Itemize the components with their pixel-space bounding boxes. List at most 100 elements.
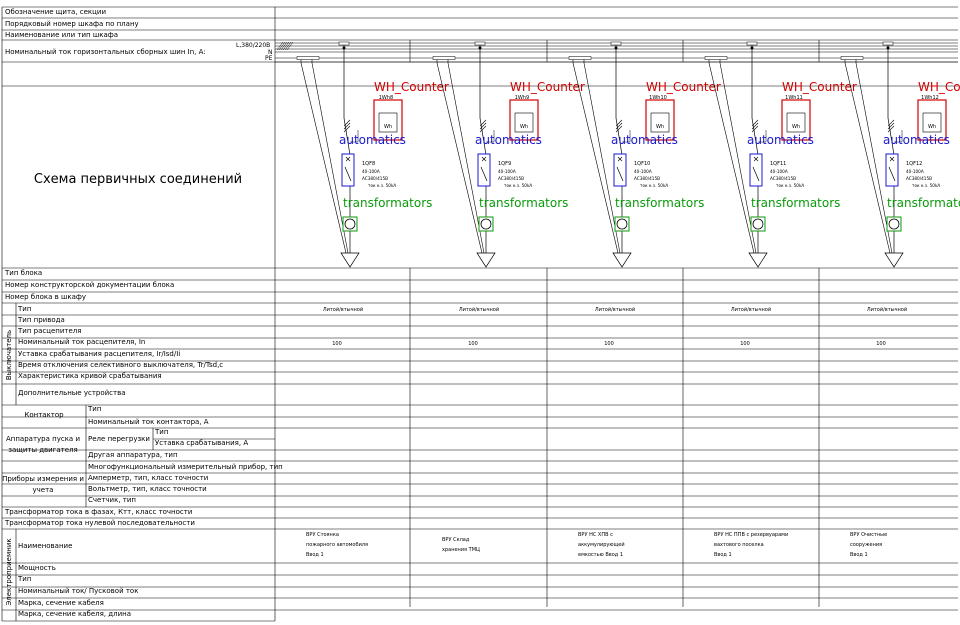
meter-symbol: Wh <box>928 124 936 130</box>
breaker-box <box>341 153 355 187</box>
meters-row-label: Амперметр, тип, класс точности <box>88 474 208 482</box>
block-row-label: Номер конструкторской документации блока <box>5 281 174 289</box>
automatics-label: automatics <box>611 133 678 147</box>
phase-slash <box>343 119 351 127</box>
phase-slash <box>615 119 623 127</box>
breaker-icu: ток к.з. 50kA <box>640 183 668 188</box>
phase-slash <box>751 125 759 133</box>
breaker-icu: ток к.з. 50kA <box>776 183 804 188</box>
bus-label-main: L,380/220B <box>236 42 270 49</box>
consumer-row-label: Марка, сечение кабеля, длина <box>18 610 131 618</box>
bus-hatch <box>286 41 294 51</box>
breaker-contact <box>616 166 624 182</box>
breaker-rating: 40-100A <box>770 169 788 174</box>
meter-designation: 1Wh8 <box>379 95 393 101</box>
breaker-spec: AC380/415B <box>634 176 660 181</box>
breaker-contact <box>344 166 352 182</box>
breaker-icu: ток к.з. 50kA <box>504 183 532 188</box>
meter-symbol-box <box>378 112 398 133</box>
header-row-label: Порядковый номер шкафа по плану <box>5 20 139 28</box>
phase-slash <box>343 125 351 133</box>
bus-hatch <box>278 41 286 51</box>
breaker-type-value: Литой/втычной <box>323 306 363 313</box>
bus-tap <box>568 56 592 60</box>
phase-slash <box>887 122 895 130</box>
breaker-row-label: Уставка срабатывания расцепителя, Ir/Isd… <box>18 350 180 358</box>
ct-symbol <box>344 218 356 230</box>
breaker-row-label: Характеристика кривой срабатывания <box>18 372 162 380</box>
main-wire <box>479 117 487 156</box>
breaker-row-label: Дополнительные устройства <box>18 389 126 397</box>
consumer-name-line: пожарного автомобиля <box>306 542 368 548</box>
breaker-row-label: Время отключения селективного выключател… <box>18 361 223 369</box>
relay-label: Реле перегрузки <box>88 435 150 443</box>
header-row-label: Наименование или тип шкафа <box>5 31 118 39</box>
automatics-label: automatics <box>747 133 814 147</box>
breaker-current-value: 100 <box>740 341 750 347</box>
meter-symbol-box <box>786 112 806 133</box>
ct-symbol <box>480 218 492 230</box>
load-arrow <box>612 252 632 268</box>
consumer-name-line: Ввод 1 <box>714 552 732 558</box>
relay-row-label: Уставка срабатывания, А <box>155 439 248 447</box>
ct-row-label: Трансформатор тока нулевой последователь… <box>4 519 195 527</box>
main-wire <box>615 117 623 156</box>
consumer-row-label: Наименование <box>18 542 72 550</box>
relay-row-label: Тип <box>154 428 168 436</box>
main-wire <box>887 117 895 156</box>
breaker-group-label: Выключатель <box>5 330 13 380</box>
consumer-row-label: Марка, сечение кабеля <box>18 599 104 607</box>
motor-other-label: Другая аппаратура, тип <box>88 451 178 459</box>
bus-tap <box>338 41 350 46</box>
scheme-title: Схема первичных соединений <box>34 172 242 187</box>
breaker-box <box>613 153 627 187</box>
breaker-rating: 40-100A <box>634 169 652 174</box>
breaker-cross <box>617 156 623 162</box>
header-row-label: Номинальный ток горизонтальных сборных ш… <box>5 48 206 56</box>
meters-row-label: Счетчик, тип <box>88 496 136 504</box>
bus-hatch <box>280 41 288 51</box>
meter-symbol: Wh <box>792 124 800 130</box>
load-arrow <box>884 252 904 268</box>
bus-label-pe: PE <box>265 55 273 62</box>
breaker-cross <box>481 156 487 162</box>
consumer-name-line: Ввод 1 <box>306 552 324 558</box>
wh-counter-label: WH_Counter <box>510 80 585 94</box>
consumer-name-line: ВРУ Стоянка <box>306 532 339 538</box>
breaker-current-value: 100 <box>332 341 342 347</box>
consumer-name-line: сооружения <box>850 542 882 548</box>
breaker-row-label: Тип расцепителя <box>17 327 81 335</box>
automatics-label: automatics <box>475 133 542 147</box>
breaker-contact <box>888 166 896 182</box>
tap-dot <box>750 46 754 50</box>
breaker-rating: 40-100A <box>906 169 924 174</box>
consumer-name-line: ВРУ Очистные <box>850 532 887 538</box>
bus-tap <box>746 41 758 46</box>
bus-hatch <box>276 41 284 51</box>
tap-dot <box>614 46 618 50</box>
breaker-box <box>477 153 491 187</box>
breaker-current-value: 100 <box>468 341 478 347</box>
consumer-name-line: Ввод 1 <box>850 552 868 558</box>
meter-symbol-box <box>514 112 534 133</box>
table-grid <box>1 6 958 622</box>
meter-symbol-box <box>922 112 942 133</box>
block-row-label: Номер блока в шкафу <box>5 293 86 301</box>
motor-group-label: защиты двигателя <box>8 446 78 454</box>
consumer-name-line: ВРУ Склад <box>442 537 470 543</box>
breaker-type-value: Литой/втычной <box>867 306 907 313</box>
contactor-row-label: Тип <box>87 405 101 413</box>
main-wire <box>751 117 759 156</box>
consumer-name-line: хранения ТМЦ <box>442 547 480 553</box>
consumer-row-label: Тип <box>17 575 31 583</box>
phase-slash <box>751 122 759 130</box>
ct-row-label: Трансформатор тока в фазах, Ктт, класс т… <box>4 508 192 516</box>
meter-symbol: Wh <box>384 124 392 130</box>
phase-slash <box>751 119 759 127</box>
contactor-group-label: Контактор <box>24 411 64 419</box>
meter-symbol: Wh <box>656 124 664 130</box>
meter-designation: 1Wh11 <box>785 95 803 101</box>
